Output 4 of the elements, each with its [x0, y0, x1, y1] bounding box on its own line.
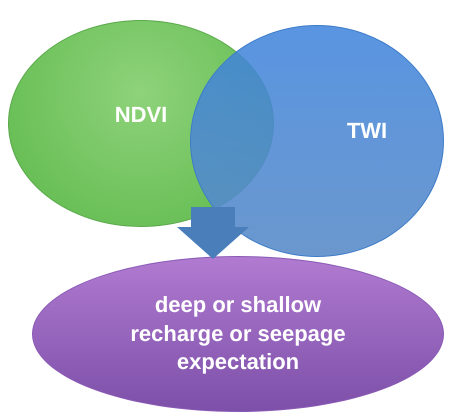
block-arrow — [177, 207, 249, 259]
node-label: TWI — [346, 116, 388, 145]
node-label: deep or shallow recharge or seepage expectation — [129, 291, 347, 376]
node-label: NDVI — [114, 101, 168, 130]
